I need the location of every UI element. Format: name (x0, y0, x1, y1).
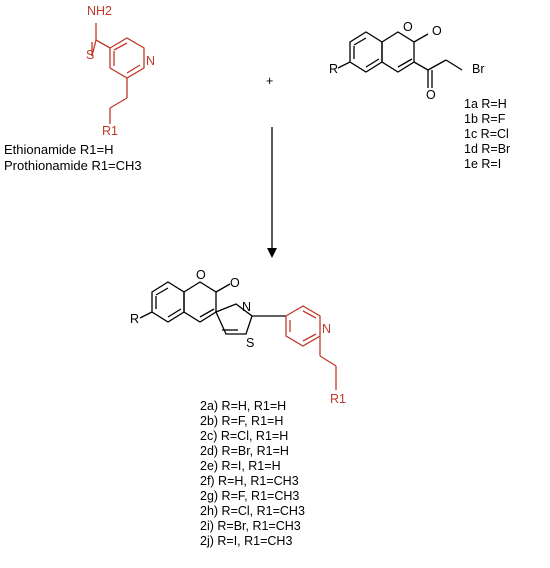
pyridine-n-label: N (146, 54, 156, 68)
product-item: 2f) R=H, R1=CH3 (200, 474, 299, 488)
product-item: 2h) R=Cl, R1=CH3 (200, 504, 305, 518)
product-item: 2e) R=I, R1=H (200, 459, 281, 473)
arrowhead (267, 248, 277, 258)
reagent-item: 1d R=Br (464, 142, 511, 156)
reagent-item: 1e R=I (464, 157, 502, 171)
bromine-label: Br (472, 62, 485, 76)
product-item: 2j) R=I, R1=CH3 (200, 534, 293, 548)
reagent-item: 1a R=H (464, 97, 507, 111)
reagent-item: 1c R=Cl (464, 127, 509, 141)
r-label: R (329, 62, 339, 76)
product-item: 2c) R=Cl, R1=H (200, 429, 289, 443)
product-ring-o-label: O (196, 268, 206, 282)
thiazole-n-label: N (242, 300, 252, 314)
plus-sign: + (266, 74, 274, 88)
ethionamide-structure (91, 23, 145, 124)
product-item: 2b) R=F, R1=H (200, 414, 284, 428)
product-list: 2a) R=H, R1=H 2b) R=F, R1=H 2c) R=Cl, R1… (200, 399, 305, 549)
carbonyl-o-label: O (432, 24, 442, 38)
bromoacetyl-coumarin-structure (337, 31, 463, 88)
product-r-label: R (130, 312, 140, 326)
thiazole-s-label: S (246, 336, 255, 350)
product-carbonyl-o-label: O (230, 276, 240, 290)
reagent-list: 1a R=H 1b R=F 1c R=Cl 1d R=Br 1e R=I (464, 97, 510, 172)
ketone-o-label: O (426, 88, 436, 102)
product-pyridine (285, 305, 337, 390)
r1-label: R1 (102, 124, 118, 138)
product-r1-label: R1 (330, 392, 346, 406)
product-structure (139, 281, 286, 335)
product-item: 2d) R=Br, R1=H (200, 444, 289, 458)
ring-o-label: O (403, 20, 413, 34)
product-item: 2g) R=F, R1=CH3 (200, 489, 300, 503)
sulfur-label: S (86, 48, 95, 62)
prothionamide-label: Prothionamide R1=CH3 (4, 158, 142, 173)
product-pyridine-n-label: N (322, 322, 332, 336)
nh2-label: NH2 (87, 4, 113, 18)
reagent-item: 1b R=F (464, 112, 506, 126)
ethionamide-label: Ethionamide R1=H (4, 142, 114, 157)
product-item: 2a) R=H, R1=H (200, 399, 287, 413)
product-item: 2i) R=Br, R1=CH3 (200, 519, 301, 533)
